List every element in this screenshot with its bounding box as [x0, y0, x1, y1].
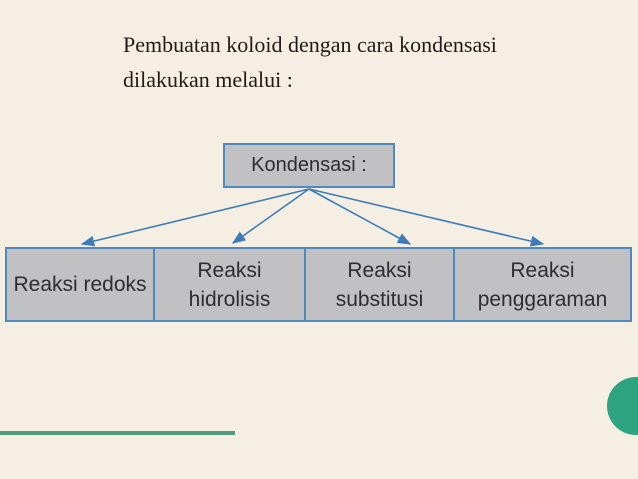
node-label-line: Reaksi [347, 258, 412, 282]
node-label-line: Reaksi redoks [13, 273, 147, 296]
node-label-line: Reaksi [197, 258, 262, 282]
slide-title-line1: Pembuatan koloid dengan cara kondensasi [123, 32, 497, 57]
node-label-line: Reaksi [510, 258, 575, 282]
accent-circle [607, 377, 638, 435]
diagram-node-kondensasi-label: Kondensasi : [251, 154, 367, 176]
diagram-node-reaksi-penggaraman: Reaksi penggaraman [453, 247, 632, 322]
slide-title: Pembuatan koloid dengan cara kondensasi … [123, 27, 497, 97]
diagram-children-row: Reaksi redoks Reaksi hidrolisis Reaksi s… [5, 247, 632, 322]
connector-arrow-substitusi [308, 188, 412, 245]
node-label-line: substitusi [335, 287, 424, 311]
slide-title-line2: dilakukan melalui : [123, 67, 293, 92]
diagram-node-reaksi-redoks: Reaksi redoks [5, 247, 155, 322]
node-label-line: penggaraman [477, 287, 608, 311]
diagram-node-reaksi-hidrolisis: Reaksi hidrolisis [153, 247, 306, 322]
diagram-node-kondensasi: Kondensasi : [223, 143, 395, 188]
connector-arrow-penggaraman [308, 188, 545, 247]
connector-arrow-hidrolisis [231, 188, 310, 244]
diagram-node-reaksi-substitusi: Reaksi substitusi [304, 247, 455, 322]
connector-arrow-redoks [80, 188, 310, 247]
accent-line [0, 431, 235, 435]
node-label-line: hidrolisis [188, 287, 271, 311]
